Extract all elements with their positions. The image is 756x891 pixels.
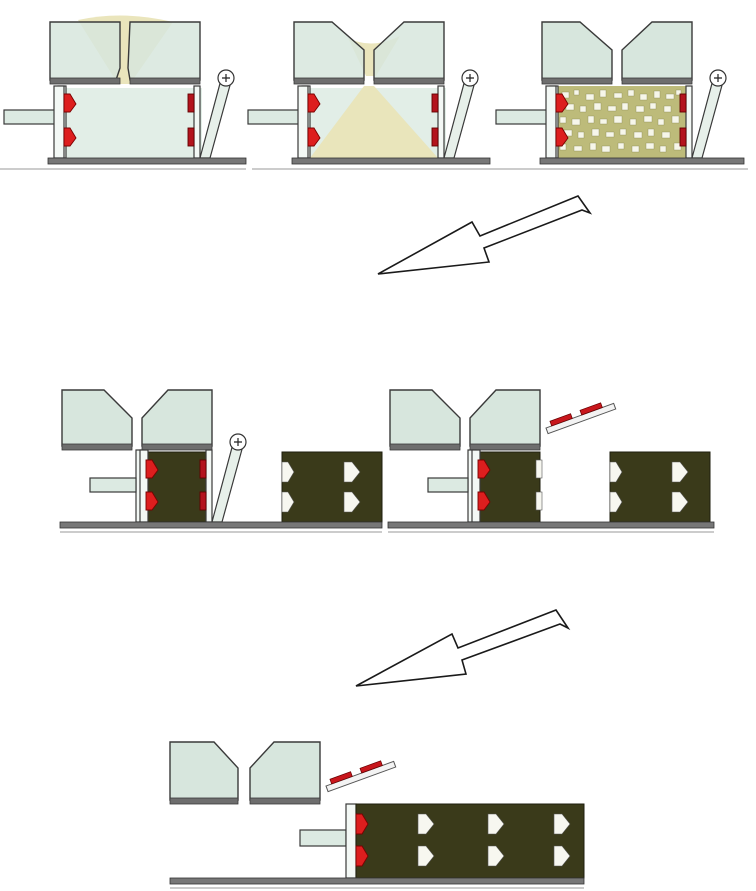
swing-gate [211, 433, 247, 523]
hopper [61, 389, 213, 451]
frame-5-gate-raised [387, 389, 715, 533]
ejected-block [281, 451, 383, 523]
pallet-with-parts [545, 402, 617, 435]
base-plate [59, 521, 383, 529]
sand-cone-in-mold [310, 86, 438, 158]
ejected-block [609, 451, 711, 523]
piston-rod [299, 829, 347, 847]
molded-block [145, 451, 207, 523]
base-plate [387, 521, 715, 529]
piston-plate [53, 85, 65, 159]
swing-gate [443, 69, 479, 159]
molded-block [477, 451, 541, 523]
hopper [293, 21, 445, 85]
frame-2-filling [247, 21, 500, 170]
base-plate [47, 157, 247, 165]
hopper [49, 21, 201, 85]
base-plate [291, 157, 491, 165]
hopper [169, 741, 321, 805]
mold-wall-right [193, 85, 201, 159]
piston-rod [247, 109, 303, 125]
mold-cavity [62, 88, 202, 158]
arrow-2-down-left [355, 609, 571, 687]
base-plate [169, 877, 585, 885]
piston-rod [89, 477, 137, 493]
base-plate [539, 157, 745, 165]
frame-3-mold-filled [495, 21, 748, 170]
frame-4-compressed-block [59, 389, 383, 533]
hopper [541, 21, 693, 85]
frame-1-hopper-discharge [0, 15, 247, 170]
frame-6-block-pushed-out [169, 741, 585, 889]
swing-gate [691, 69, 727, 159]
piston-rod [3, 109, 59, 125]
pallet-with-parts [325, 760, 397, 793]
piston-rod [495, 109, 551, 125]
hopper [389, 389, 541, 451]
aggregate-chips [559, 89, 682, 153]
arrow-1-down-left [377, 195, 593, 275]
block-row [355, 803, 585, 879]
swing-gate [199, 69, 235, 159]
piston-rod [427, 477, 469, 493]
